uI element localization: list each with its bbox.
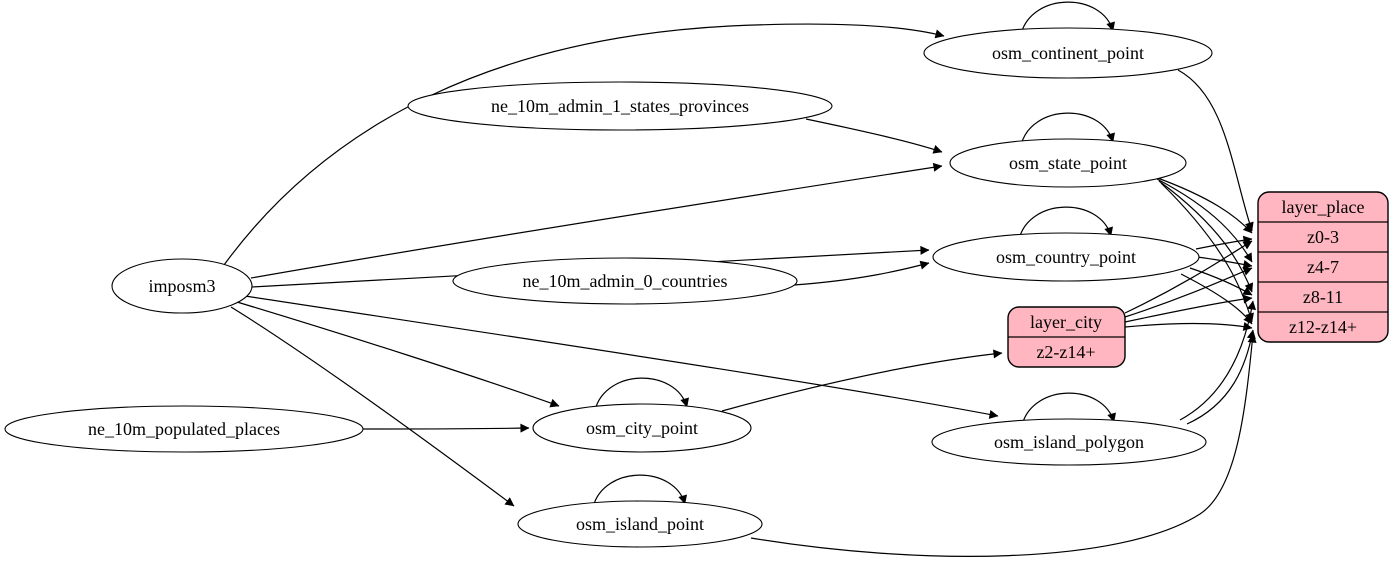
edge-osm_country_point-to-layer_place-z8-11	[1189, 267, 1253, 296]
osm_state_point-ellipse	[949, 138, 1187, 188]
osm_country_point-label: osm_country_point	[996, 247, 1136, 267]
self-loop-osm_state_point	[1020, 112, 1115, 146]
node-layer_city: layer_city z2-z14+	[1007, 306, 1126, 368]
edge-imposm3-to-osm_island_point	[230, 306, 515, 507]
edge-osm_state_point-to-layer_place-z0-3	[1154, 176, 1253, 234]
edge-imposm3-to-osm_state_point	[250, 162, 943, 279]
node-osm_country_point: osm_country_point	[932, 232, 1200, 282]
edge-imposm3-to-osm_city_point	[236, 301, 560, 408]
self-loop-osm_country_point	[1018, 206, 1113, 240]
node-osm_island_polygon: osm_island_polygon	[931, 418, 1207, 466]
layer_place-box	[1257, 191, 1389, 343]
ne_10m_populated_places-ellipse	[4, 405, 364, 453]
layer_place-row-z4-7: z4-7	[1307, 257, 1339, 277]
imposm3-label: imposm3	[148, 276, 215, 296]
node-osm_state_point: osm_state_point	[949, 138, 1187, 188]
node-ne_10m_admin_1_states_provinces: ne_10m_admin_1_states_provinces	[407, 81, 833, 131]
edge-ne_10m_admin_0_countries-to-osm_country_point	[793, 260, 930, 286]
edge-osm_state_point-to-layer_place-z12-z14	[1160, 182, 1254, 323]
edge-osm_island_polygon-to-layer_place-z8-11	[1179, 300, 1256, 421]
node-osm_city_point: osm_city_point	[532, 403, 752, 453]
edge-layer_city-to-layer_place-z0-3	[1124, 240, 1253, 314]
imposm3-ellipse	[111, 258, 253, 314]
edge-osm_state_point-to-layer_place-z4-7	[1156, 178, 1253, 263]
node-osm_island_point: osm_island_point	[517, 500, 763, 548]
layer_place-row-z0-3: z0-3	[1307, 227, 1339, 247]
osm_state_point-label: osm_state_point	[1009, 153, 1127, 173]
ne_10m_admin_0_countries-label: ne_10m_admin_0_countries	[523, 271, 728, 291]
self-loop-osm_city_point	[594, 377, 689, 411]
node-layer_place: layer_place z0-3 z4-7 z8-11 z12-z14+	[1257, 191, 1389, 343]
edge-osm_state_point-to-layer_place-z8-11	[1158, 180, 1254, 293]
ne_10m_admin_0_countries-ellipse	[452, 257, 798, 305]
osm_country_point-ellipse	[932, 232, 1200, 282]
edge-imposm3-to-osm_continent_point	[223, 23, 945, 266]
edge-layer_city-to-layer_place-z12-z14	[1124, 322, 1253, 331]
osm_city_point-ellipse	[532, 403, 752, 453]
edge-ne_10m_admin_1_states_provinces-to-osm_state_point	[805, 118, 943, 154]
edge-osm_country_point-to-layer_place-z12-z14	[1180, 273, 1253, 325]
edges	[223, 1, 1257, 557]
node-ne_10m_admin_0_countries: ne_10m_admin_0_countries	[452, 257, 798, 305]
self-loop-osm_island_polygon	[1021, 392, 1116, 426]
osm_island_point-ellipse	[517, 500, 763, 548]
osm_continent_point-label: osm_continent_point	[992, 43, 1144, 63]
ne_10m_populated_places-label: ne_10m_populated_places	[88, 419, 280, 439]
osm_island_point-label: osm_island_point	[576, 514, 704, 534]
edge-osm_city_point-to-layer_city-z2-z14	[721, 349, 1003, 412]
layer_place-title: layer_place	[1282, 197, 1365, 217]
edge-osm_island_polygon-to-layer_place-z12-z14	[1186, 329, 1256, 425]
edge-osm_country_point-to-layer_place-z4-7	[1196, 256, 1253, 269]
layer_place-row-z8-11: z8-11	[1303, 287, 1343, 307]
ne_10m_admin_1_states_provinces-label: ne_10m_admin_1_states_provinces	[491, 96, 749, 116]
node-osm_continent_point: osm_continent_point	[923, 27, 1213, 79]
edge-ne_10m_populated_places-to-osm_city_point	[362, 423, 530, 433]
edge-osm_country_point-to-layer_place-z0-3	[1195, 235, 1253, 250]
osm_island_polygon-label: osm_island_polygon	[994, 432, 1144, 452]
osm_city_point-label: osm_city_point	[586, 418, 698, 438]
node-imposm3: imposm3	[111, 258, 253, 314]
layer_city-title: layer_city	[1030, 312, 1102, 332]
edge-layer_city-to-layer_place-z8-11	[1124, 294, 1253, 323]
osm_continent_point-ellipse	[923, 27, 1213, 79]
layer_city-row-z2-z14: z2-z14+	[1036, 342, 1095, 362]
edge-osm_continent_point-to-layer_place-z0-3	[1177, 69, 1254, 232]
ne_10m_admin_1_states_provinces-ellipse	[407, 81, 833, 131]
self-loop-osm_island_point	[592, 474, 687, 508]
osm_island_polygon-ellipse	[931, 418, 1207, 466]
edge-imposm3-to-osm_island_polygon	[244, 295, 999, 419]
node-ne_10m_populated_places: ne_10m_populated_places	[4, 405, 364, 453]
layer_place-row-z12-z14: z12-z14+	[1289, 317, 1357, 337]
self-loop-osm_continent_point	[1020, 1, 1115, 35]
edge-osm_island_point-to-layer_place-z12-z14	[750, 333, 1257, 557]
edge-layer_city-to-layer_place-z4-7	[1124, 267, 1253, 318]
